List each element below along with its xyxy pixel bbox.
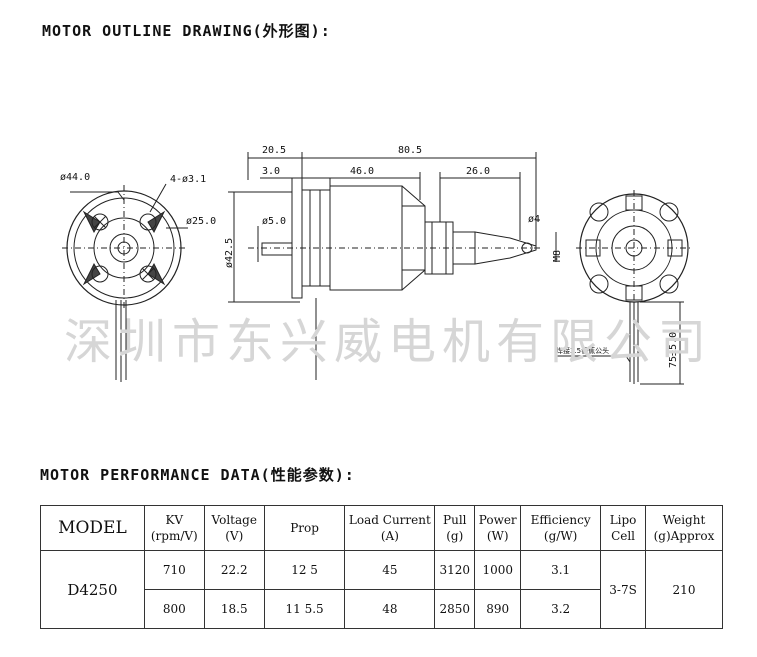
dim-3-0: 3.0 — [262, 166, 280, 177]
outline-drawing-heading: MOTOR OUTLINE DRAWING(外形图): — [42, 22, 331, 40]
cell-pull: 3120 — [434, 550, 476, 590]
dim-4-d31: 4-ø3.1 — [170, 174, 206, 185]
dim-m8: M8 — [552, 250, 563, 262]
dim-d5: ø5.0 — [262, 216, 286, 227]
cell-kv: 800 — [143, 589, 205, 629]
cell-pull: 2850 — [434, 589, 476, 629]
performance-table: MODEL KV(rpm/V) Voltage(V) Prop Load Cur… — [40, 505, 723, 629]
dim-26-0: 26.0 — [466, 166, 490, 177]
col-weight: Weight(g)Approx — [645, 505, 723, 551]
dim-lead-length: 75±5.0 — [668, 332, 679, 368]
cell-prop: 12 5 — [263, 550, 346, 590]
cell-power: 890 — [474, 589, 522, 629]
dim-d25: ø25.0 — [186, 216, 216, 227]
side-view-motor — [228, 152, 557, 380]
cell-efficiency: 3.2 — [520, 589, 602, 629]
col-pull: Pull(g) — [434, 505, 476, 551]
cell-voltage: 18.5 — [203, 589, 265, 629]
col-power: Power(W) — [474, 505, 522, 551]
cell-current: 45 — [344, 550, 436, 590]
weight-cell: 210 — [645, 550, 723, 629]
dim-80-5: 80.5 — [398, 145, 422, 156]
company-watermark: 深圳市东兴威电机有限公司 — [64, 314, 713, 370]
table-row: D4250 710 22.2 12 5 45 3120 1000 3.1 3-7… — [40, 550, 723, 629]
cell-kv: 710 — [143, 550, 205, 590]
lead-note: 焊接3.5香蕉公头 — [556, 346, 609, 355]
col-load-current: Load Current(A) — [344, 505, 436, 551]
motor-outline-drawing: ø44.0 4-ø3.1 ø25.0 — [60, 145, 692, 385]
cell-voltage: 22.2 — [203, 550, 265, 590]
col-kv: KV(rpm/V) — [143, 505, 205, 551]
cell-prop: 11 5.5 — [263, 589, 346, 629]
col-model: MODEL — [40, 505, 145, 551]
cell-current: 48 — [344, 589, 436, 629]
dim-d42-5: ø42.5 — [224, 238, 235, 268]
col-voltage: Voltage(V) — [203, 505, 265, 551]
col-prop: Prop — [263, 505, 346, 551]
front-view-mount — [62, 183, 188, 382]
dim-46-0: 46.0 — [350, 166, 374, 177]
model-cell: D4250 — [40, 550, 145, 629]
dim-d4: ø4 — [528, 214, 540, 225]
table-header-row: MODEL KV(rpm/V) Voltage(V) Prop Load Cur… — [40, 505, 723, 551]
dim-d44: ø44.0 — [60, 172, 90, 183]
performance-data-heading: MOTOR PERFORMANCE DATA(性能参数): — [40, 466, 355, 484]
cell-efficiency: 3.1 — [520, 550, 602, 590]
cell-power: 1000 — [474, 550, 522, 590]
lipo-cell: 3-7S — [600, 550, 646, 629]
dim-20-5: 20.5 — [262, 145, 286, 156]
col-efficiency: Efficiency(g/W) — [520, 505, 602, 551]
table-row: 800 18.5 11 5.5 48 2850 890 3.2 — [41, 589, 723, 629]
rear-view-motor — [556, 190, 692, 385]
